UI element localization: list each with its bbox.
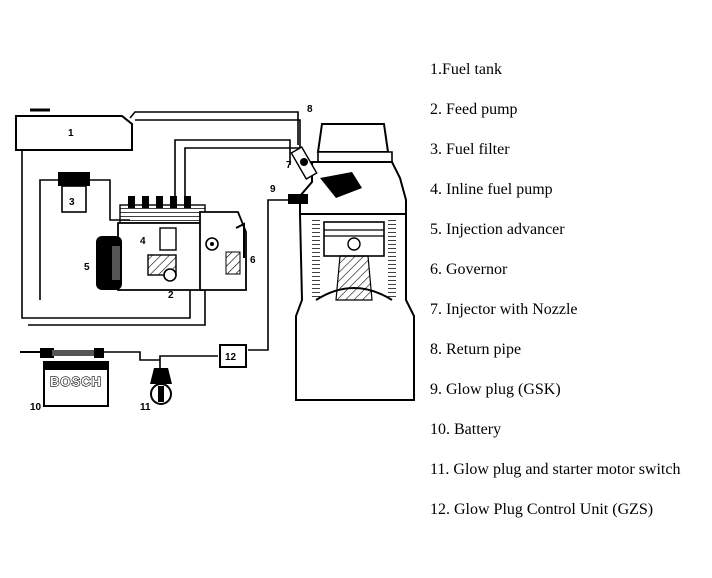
legend-item-battery: 10. Battery: [430, 421, 502, 438]
callout-4: 4: [140, 236, 146, 247]
fuel-lines: [21, 111, 306, 368]
fuel-tank: 1: [15, 108, 133, 151]
high-pressure-line: [184, 147, 306, 205]
pump-return-line: [28, 285, 206, 326]
callout-10: 10: [30, 402, 42, 413]
callout-9: 9: [270, 184, 276, 195]
legend-item-injection-advancer: 5. Injection advancer: [430, 221, 565, 238]
injector-with-nozzle: 7: [286, 146, 318, 180]
injector-leakoff-line: [174, 139, 291, 205]
glow-wire: [248, 199, 295, 351]
callout-7: 7: [286, 160, 292, 171]
governor: 6: [199, 211, 256, 291]
battery-brand-label: BOSCH: [50, 374, 102, 389]
pump-outlets: [128, 196, 191, 208]
callout-1: 1: [68, 128, 74, 139]
legend-item-fuel-filter: 3. Fuel filter: [430, 141, 510, 158]
legend-item-glow-plug: 9. Glow plug (GSK): [430, 381, 561, 398]
return-pipe-line: [129, 111, 299, 145]
fuel-filter: 3: [58, 172, 90, 213]
engine: [295, 123, 415, 401]
legend-item-inline-fuel-pump: 4. Inline fuel pump: [430, 181, 553, 198]
callout-6: 6: [250, 255, 256, 266]
battery-wire: [100, 351, 160, 361]
filter-line: [39, 179, 62, 300]
legend-item-switch: 11. Glow plug and starter motor switch: [430, 461, 681, 478]
injection-advancer: 5: [84, 236, 122, 290]
callout-12: 12: [225, 352, 237, 363]
inline-fuel-pump: 4: [117, 196, 206, 291]
battery: BOSCH 10: [20, 348, 109, 413]
callout-3: 3: [69, 197, 75, 208]
callout-5: 5: [84, 262, 90, 273]
legend-item-return-pipe: 8. Return pipe: [430, 341, 522, 358]
valve-cover: [316, 123, 390, 153]
legend-item-feed-pump: 2. Feed pump: [430, 101, 518, 118]
glow-plug-starter-switch: 11: [140, 368, 172, 413]
legend-item-fuel-tank: 1.Fuel tank: [430, 61, 502, 78]
callout-2: 2: [168, 290, 174, 301]
legend-list: 1.Fuel tank 2. Feed pump 3. Fuel filter …: [430, 58, 712, 538]
feed-pump: 2: [163, 268, 177, 301]
control-wire: [159, 355, 218, 368]
cylinder-block: [295, 213, 415, 401]
glow-plug-control-unit: 12: [219, 344, 247, 368]
callout-8: 8: [307, 104, 313, 115]
legend-item-injector: 7. Injector with Nozzle: [430, 301, 578, 318]
glow-plug: 9: [270, 184, 308, 204]
supply-line: [21, 148, 191, 319]
legend-item-control-unit: 12. Glow Plug Control Unit (GZS): [430, 501, 654, 518]
callout-11: 11: [140, 402, 151, 413]
return-pipe-line-2: [135, 119, 301, 160]
legend-item-governor: 6. Governor: [430, 261, 508, 278]
